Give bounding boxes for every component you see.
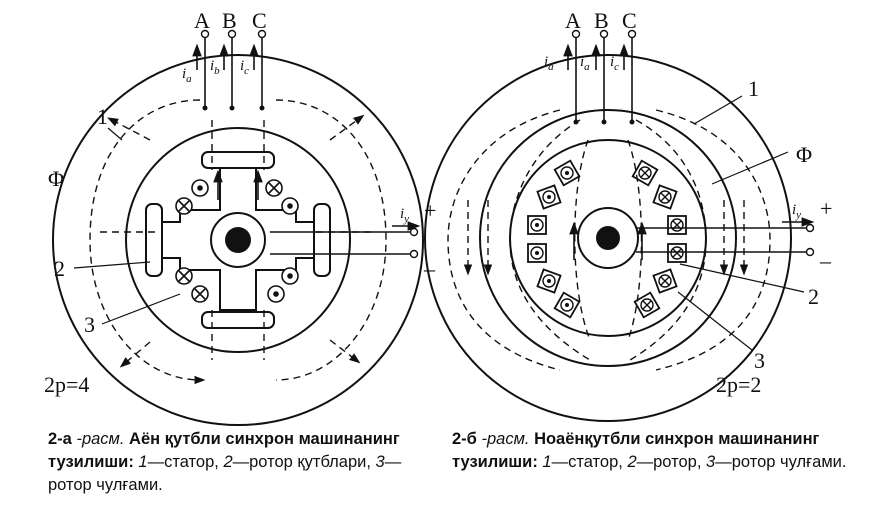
item-text: —ротор қутблари, <box>232 453 371 471</box>
phase-label-a: A <box>194 8 210 33</box>
callout-leaders <box>73 127 181 325</box>
rotor-shaft <box>225 227 251 253</box>
callout-1-label: 1 <box>748 76 759 101</box>
callout-3-label: 3 <box>754 348 765 373</box>
figure-title: Ноаёнқутбли синхрон машинанинг тузилиши: <box>452 430 820 471</box>
excitation-terminals <box>805 223 815 257</box>
current-ia-label: ia <box>544 54 554 73</box>
item-text: —ротор чулғами. <box>715 453 847 471</box>
item-text: —ротор чулғами. <box>48 453 402 494</box>
rotor-shaft <box>596 226 620 250</box>
rotor-winding-dots <box>535 171 569 307</box>
stator-phase-leads <box>192 35 263 108</box>
item-text: —ротор, <box>636 453 702 471</box>
item-text: —статор, <box>551 453 623 471</box>
excitation-leads <box>636 217 815 253</box>
callout-1-label: 1 <box>97 104 108 129</box>
figure-title: Аён қутбли синхрон машинанинг тузилиши: <box>48 430 400 471</box>
callout-2-label: 2 <box>54 256 65 281</box>
current-ib-label: ib <box>210 58 220 77</box>
phase-label-b: B <box>594 8 609 33</box>
stator-inner-ring <box>479 109 737 367</box>
phase-label-a: A <box>565 8 581 33</box>
stator-phase-leads <box>563 35 633 122</box>
rotor-flux-arrows <box>569 221 647 260</box>
item-number: 3 <box>375 453 385 471</box>
pole-count-label: 2p=4 <box>44 372 89 397</box>
rotor-winding-symbols <box>530 166 684 312</box>
current-ia-label: ia <box>182 66 192 85</box>
item-text: —статор, <box>147 453 219 471</box>
current-ic-label: ic <box>240 58 249 77</box>
phase-junctions <box>573 119 635 125</box>
excitation-plus-label: + <box>820 196 832 221</box>
magnetic-flux-lines <box>447 109 771 371</box>
excitation-terminals <box>409 227 419 259</box>
figure-number: 2-б <box>452 430 477 448</box>
right-figure-caption: 2-б -расм. Ноаёнқутбли синхрон машинанин… <box>452 428 852 474</box>
figure-word: -расм. <box>76 430 125 448</box>
item-number: 1 <box>138 453 148 471</box>
stator-inner-ring <box>125 127 351 353</box>
stator-outer-ring <box>424 54 792 422</box>
phase-label-c: C <box>622 8 637 33</box>
excitation-minus-label: – <box>819 248 832 273</box>
item-number: 2 <box>223 453 233 471</box>
pole-count-label: 2p=2 <box>716 372 761 397</box>
left-figure-caption: 2-а -расм. Аён қутбли синхрон машинанинг… <box>48 428 444 497</box>
phase-terminals <box>571 29 637 39</box>
figure-number: 2-а <box>48 430 72 448</box>
salient-pole-machine-figure: A B C ia ib ic Φ iy + – 1 2 3 2p=4 <box>44 8 436 426</box>
phase-terminals <box>200 29 267 39</box>
stator-outer-ring <box>52 54 424 426</box>
item-number: 2 <box>627 453 637 471</box>
non-salient-pole-machine-figure: A B C ia ia ic Φ iy + – 1 2 3 2p=2 <box>424 8 832 422</box>
item-number: 3 <box>706 453 716 471</box>
rotor-winding-symbols <box>175 179 299 303</box>
current-ic-label: ic <box>610 54 619 73</box>
phase-label-b: B <box>222 8 237 33</box>
excitation-current-label: iy <box>792 202 801 221</box>
item-number: 1 <box>542 453 552 471</box>
rotor-body <box>509 139 707 337</box>
phase-label-c: C <box>252 8 267 33</box>
callout-3-label: 3 <box>84 312 95 337</box>
phase-junctions <box>202 105 265 111</box>
current-ia2-label: ia <box>580 54 590 73</box>
flux-label: Φ <box>796 142 812 167</box>
excitation-leads <box>270 221 421 255</box>
excitation-current-label: iy <box>400 206 409 225</box>
figure-word: -расм. <box>481 430 530 448</box>
pole-flux-arrows <box>213 169 263 200</box>
magnetic-flux-lines <box>89 99 387 385</box>
callout-leaders <box>677 95 805 351</box>
callout-2-label: 2 <box>808 284 819 309</box>
flux-label: Φ <box>48 166 64 191</box>
